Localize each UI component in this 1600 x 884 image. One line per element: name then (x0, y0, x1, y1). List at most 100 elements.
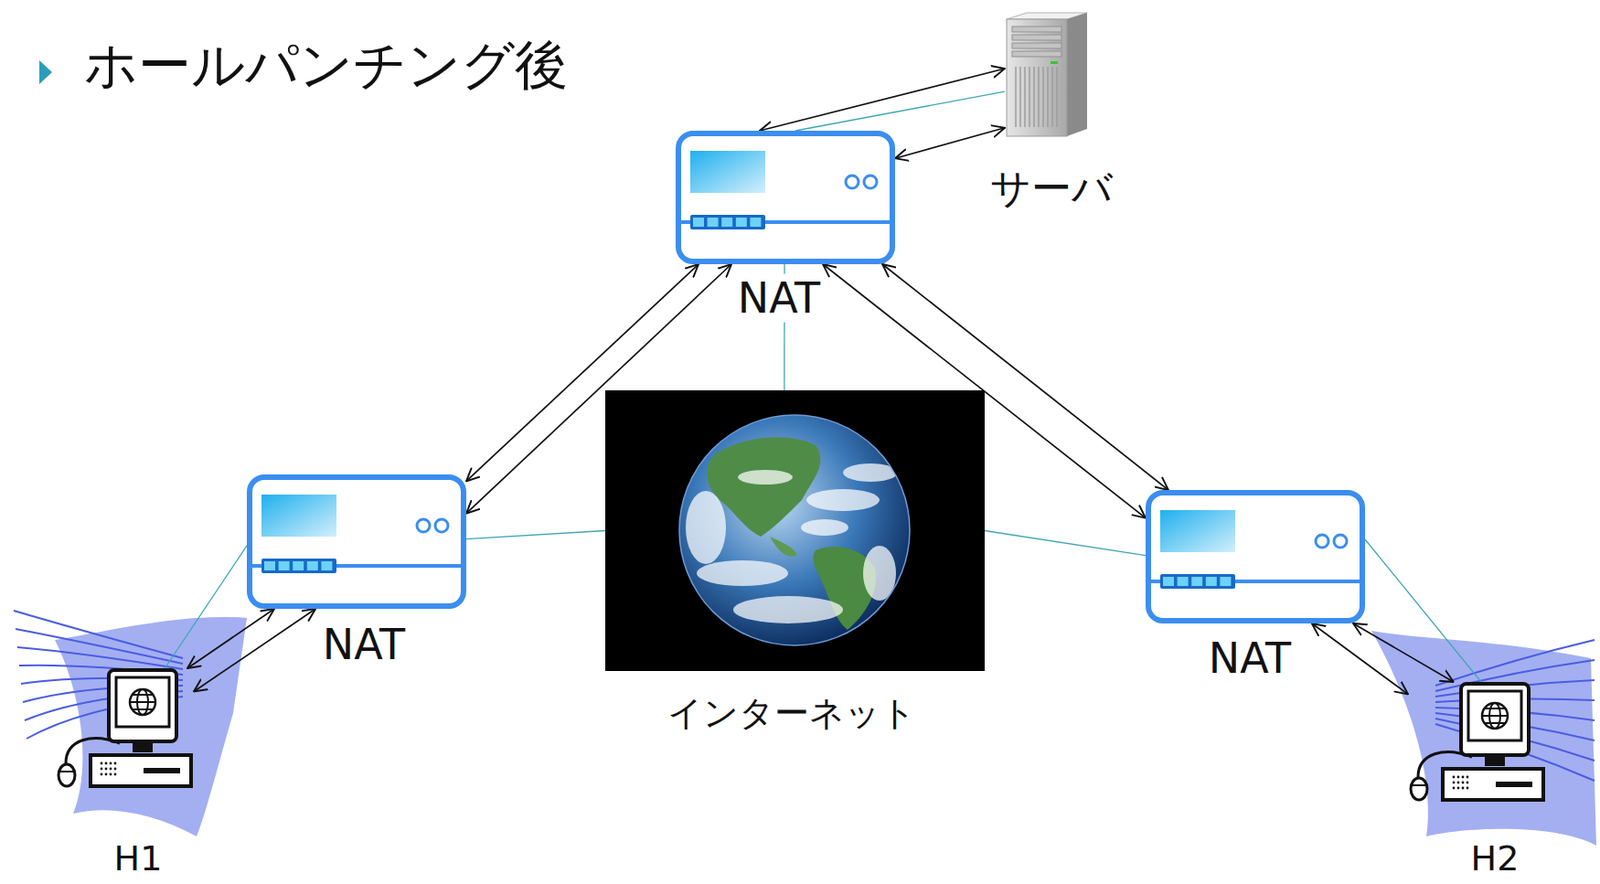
pc-monitor (108, 670, 177, 742)
network-link (164, 545, 247, 669)
pc-dot (114, 773, 118, 777)
router-port (320, 561, 332, 571)
pc-base (1442, 768, 1544, 800)
pc-dot (109, 768, 113, 771)
router-node: NAT (246, 474, 467, 658)
earth-rim (679, 415, 910, 646)
pc-dot (1461, 776, 1465, 779)
pc-dot (109, 762, 113, 766)
pc-dot (1461, 781, 1465, 785)
server-vent (1028, 66, 1031, 128)
router-body (249, 477, 464, 607)
router-led (416, 519, 430, 533)
network-link (466, 531, 606, 540)
earth-surface (685, 437, 898, 630)
earth-cloud (806, 489, 880, 512)
arrow-connector (1312, 623, 1408, 694)
pc-dot (1466, 787, 1470, 790)
pc-dot (1457, 781, 1461, 785)
earth-cloud (800, 519, 849, 536)
router-icon (675, 130, 896, 265)
pc-dot (105, 768, 108, 771)
pc-node: H2 (1408, 682, 1547, 845)
server-vent (1046, 66, 1049, 128)
router-port (1191, 576, 1203, 587)
pc-drive (1495, 781, 1533, 788)
router-node: NAT (675, 130, 896, 313)
server-vent (1056, 66, 1058, 128)
router-body (1148, 492, 1363, 621)
server-bay (1012, 42, 1062, 49)
pc-dot (100, 762, 104, 766)
node-label: H2 (1467, 839, 1524, 880)
pc-dot (1466, 776, 1470, 779)
pc-screen (1468, 691, 1522, 741)
server-vent (1014, 66, 1017, 128)
pc-mouse (59, 770, 75, 773)
pc-screen (116, 677, 170, 727)
pc-monitor (1461, 683, 1529, 756)
router-led (435, 519, 448, 533)
server-vent (1037, 66, 1040, 128)
pc-globe (1482, 708, 1508, 724)
slide-title: ホールパンチング後 (84, 34, 568, 96)
arrow-connector (187, 608, 275, 669)
network-swoosh (1371, 630, 1597, 846)
pc-globe (1482, 703, 1508, 729)
pc-icon (1408, 682, 1547, 805)
router-port (693, 217, 704, 227)
router-screen (1160, 510, 1236, 553)
server-front (1006, 19, 1067, 137)
router-icon (1145, 490, 1366, 624)
earth-cloud (737, 469, 793, 485)
router-port (736, 217, 747, 227)
server-vent (1042, 66, 1045, 128)
node-label: NAT (734, 274, 824, 323)
pc-dot (109, 773, 113, 777)
earth-cloud (733, 596, 843, 624)
earth (679, 415, 910, 646)
pc-stand (132, 741, 153, 753)
pc-dot (105, 773, 108, 777)
earth-cloud (685, 490, 726, 565)
router-body (678, 133, 893, 262)
server-bay (1012, 34, 1062, 41)
earth-cloud (696, 560, 789, 587)
pc-dot (1457, 776, 1461, 779)
server-vent (1024, 66, 1026, 128)
swoosh-lines (1435, 640, 1595, 781)
pc-globe (129, 689, 156, 715)
arrow-connector (895, 128, 1005, 159)
pc-dot (105, 762, 108, 766)
pc-mouse (1411, 784, 1427, 787)
globe-background (605, 390, 985, 672)
router-port (1162, 576, 1174, 587)
router-port (264, 561, 276, 571)
arrow-connector (759, 68, 1005, 131)
node-label: NAT (319, 620, 409, 670)
server-vent (1019, 66, 1022, 128)
pc-drive (143, 768, 181, 774)
pc-node: H1 (55, 668, 194, 832)
router-led (1333, 534, 1347, 548)
router-port (1219, 576, 1231, 587)
router-port (749, 217, 761, 227)
pc-icon (55, 668, 194, 791)
pc-dot (1452, 776, 1456, 779)
network-link (795, 91, 1005, 131)
server-vent (1051, 66, 1054, 128)
server-side (1066, 12, 1088, 137)
router-port (292, 561, 304, 571)
node-label: インターネット (663, 693, 920, 735)
node-label: H1 (110, 839, 167, 880)
router-port (278, 561, 290, 571)
router-port (307, 561, 319, 571)
globe-node: インターネット (605, 390, 985, 712)
pc-dot (1452, 781, 1456, 785)
pc-dot (100, 773, 104, 777)
router-led (864, 175, 877, 189)
router-node: NAT (1145, 490, 1366, 672)
server-icon (1004, 10, 1098, 139)
pc-dot (114, 768, 118, 771)
pc-dot (1461, 787, 1465, 790)
